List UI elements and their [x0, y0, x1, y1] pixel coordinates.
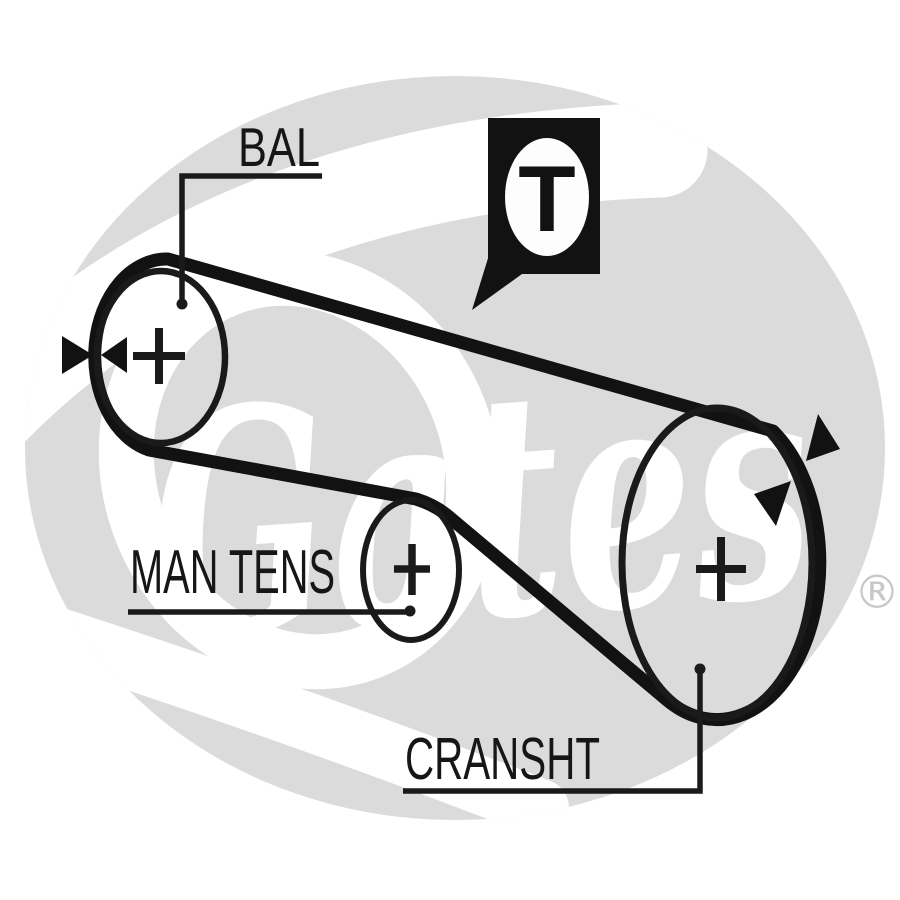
right-upper-arrow-icon — [806, 414, 840, 461]
badge-oval — [505, 138, 589, 256]
tensioner-center-cross — [394, 544, 430, 595]
cransht-callout: CRANSHT — [403, 663, 706, 794]
bal-callout: BAL — [176, 116, 322, 310]
gates-script-watermark: Gates — [139, 303, 823, 712]
alignment-arrows — [62, 336, 840, 526]
label-balance-shaft: BAL — [238, 116, 320, 178]
label-manual-tensioner: MAN TENS — [130, 538, 335, 607]
cransht-leader-line — [403, 670, 703, 794]
registered-trademark: ® — [854, 565, 900, 619]
bal-leader-line — [179, 173, 322, 302]
label-crankshaft: CRANSHT — [405, 726, 600, 792]
watermark: Gates ® — [25, 76, 900, 820]
man-tens-callout: MAN TENS — [128, 538, 416, 617]
pulleys — [93, 267, 816, 722]
timing-mark-badge: T — [472, 118, 600, 310]
watermark-swash-loop — [98, 250, 502, 690]
crankshaft-pulley — [618, 404, 816, 722]
man-tens-leader-dot — [404, 605, 416, 617]
bal-leader-dot — [176, 298, 188, 310]
cransht-leader-dot — [694, 663, 706, 675]
callouts: BAL MAN TENS CRANSHT — [128, 116, 706, 794]
left-outer-arrow-icon — [62, 336, 93, 374]
badge-letter: T — [518, 146, 575, 251]
tensioner-pulley — [360, 497, 462, 643]
crankshaft-center-cross — [696, 537, 746, 601]
right-lower-arrow-icon — [754, 481, 791, 526]
left-inner-arrow-icon — [101, 337, 127, 373]
balance-shaft-pulley — [93, 267, 229, 447]
balance-shaft-center-cross — [133, 328, 185, 384]
